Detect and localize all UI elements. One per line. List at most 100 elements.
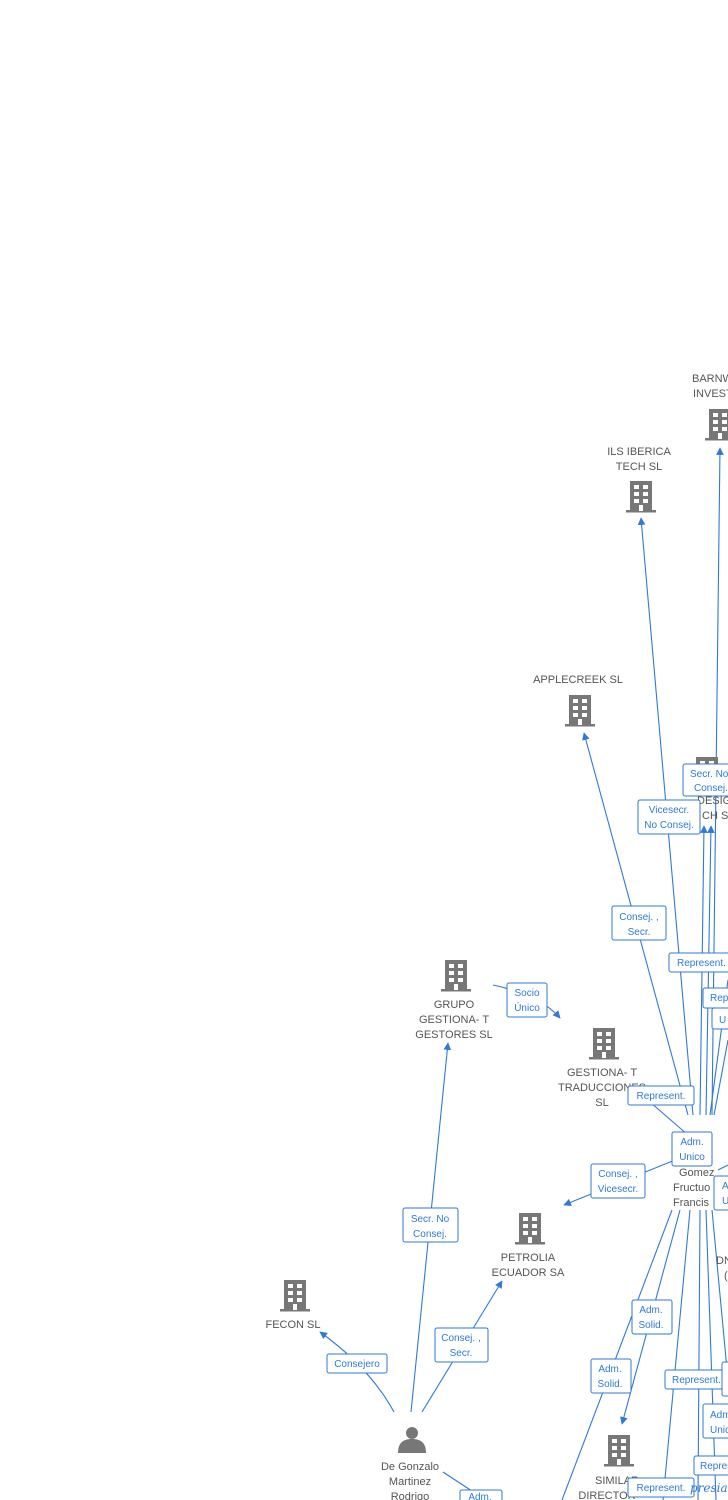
edge-gomez-right-3 <box>717 1164 728 1171</box>
node-label: DIRECTOR <box>578 1490 635 1500</box>
edge-label-a-u[interactable]: A U <box>713 1175 728 1211</box>
svg-text:Consej.: Consej. <box>694 783 728 794</box>
svg-text:Unico: Unico <box>679 1152 705 1163</box>
node-gestiona-traducciones[interactable]: GESTIONA- T TRADUCCIONES SL <box>558 1028 646 1109</box>
node-label: ECUADOR SA <box>492 1267 565 1279</box>
node-petrolia[interactable]: PETROLIA ECUADOR SA <box>492 1213 565 1279</box>
node-label: APPLECREEK SL <box>533 674 623 686</box>
svg-text:Represent.: Represent. <box>637 1091 686 1102</box>
svg-text:Represent.: Represent. <box>637 1483 686 1494</box>
person-icon <box>398 1427 426 1453</box>
node-label: Fructuo <box>673 1182 710 1194</box>
node-grupo-gestiona[interactable]: GRUPO GESTIONA- T GESTORES SL <box>415 960 493 1041</box>
svg-text:Adm.: Adm. <box>468 1492 491 1500</box>
node-label: GESTIONA- T <box>419 1014 489 1026</box>
svg-text:A: A <box>722 1181 728 1192</box>
node-gomez[interactable]: Gomez Fructuo Francis <box>673 1139 714 1209</box>
node-label: ( <box>724 1270 728 1282</box>
svg-text:Represent.: Represent. <box>672 1375 721 1386</box>
node-fecon[interactable]: FECON SL <box>265 1280 321 1331</box>
edge-label-secr-no-consej-grupo[interactable]: Secr. No Consej. <box>402 1207 459 1243</box>
building-icon <box>280 1280 310 1312</box>
edge-label-consej-secr-petrolia[interactable]: Consej. , Secr. <box>434 1327 489 1363</box>
edge-gomez-down-5 <box>711 1209 728 1381</box>
node-de-gonzalo[interactable]: De Gonzalo Martinez Rodrigo <box>381 1427 439 1500</box>
svg-text:Consej.: Consej. <box>413 1229 447 1240</box>
edge-label-adm-unico[interactable]: Adm. Unico <box>671 1131 713 1167</box>
node-label: CH SL <box>702 810 728 822</box>
node-label: FECON SL <box>265 1319 320 1331</box>
building-icon <box>441 960 471 992</box>
svg-text:Vicesecr.: Vicesecr. <box>598 1184 638 1195</box>
svg-text:Único: Único <box>514 1001 540 1014</box>
svg-text:Consej. ,: Consej. , <box>598 1169 637 1180</box>
edge-label-adm-solid-1[interactable]: Adm. Solid. <box>631 1299 673 1335</box>
node-label: DN <box>716 1255 728 1267</box>
edge-label-consejero[interactable]: Consejero <box>326 1353 388 1374</box>
edge-label-consej-vicesecr[interactable]: Consej. , Vicesecr. <box>590 1163 646 1199</box>
edge-label-represent-1[interactable]: Represent. <box>668 952 728 973</box>
edge-gomez-down-1 <box>561 1209 673 1500</box>
node-label: DESIGN <box>697 795 728 807</box>
edge-gomez-down-3 <box>697 1209 701 1500</box>
svg-text:Adm.: Adm. <box>680 1137 703 1148</box>
building-icon <box>705 409 728 441</box>
node-label: ILS IBERICA <box>607 446 671 458</box>
svg-text:Secr.: Secr. <box>628 927 651 938</box>
node-ils-iberica[interactable]: ILS IBERICA TECH SL <box>607 446 671 513</box>
node-label: INVEST <box>693 388 728 400</box>
svg-text:Adm.: Adm. <box>598 1364 621 1375</box>
svg-text:Represent.: Represent. <box>677 958 726 969</box>
nodes: BARNW INVEST ILS IBERICA TECH SL APPLECR… <box>265 373 728 1500</box>
svg-text:Consejero: Consejero <box>334 1359 380 1370</box>
node-label: BARNW <box>692 373 728 385</box>
edge-label-adm-solid-2[interactable]: Adm. Solid. <box>590 1358 632 1394</box>
edge-label-vicesecr-no-consej[interactable]: Vicesecr. No Consej. <box>637 799 701 835</box>
edge-label-repres[interactable]: Repres <box>693 1455 728 1476</box>
svg-text:Adm: Adm <box>710 1410 728 1421</box>
building-icon <box>565 695 595 727</box>
edge-label-represent-2[interactable]: Represent. <box>627 1085 695 1106</box>
node-label: SL <box>595 1097 608 1109</box>
edge-gomez-down-4 <box>705 1209 717 1500</box>
svg-text:Secr. No: Secr. No <box>690 769 728 780</box>
svg-text:U: U <box>719 1015 726 1026</box>
building-icon <box>626 481 656 513</box>
svg-text:Secr.: Secr. <box>450 1348 473 1359</box>
edge-labels: Secr. No Consej. Vicesecr. No Consej. Co… <box>326 763 728 1500</box>
building-icon <box>589 1028 619 1060</box>
node-label: GESTORES SL <box>415 1029 492 1041</box>
svg-text:Repres: Repres <box>700 1461 728 1472</box>
edge-gomez-right-2 <box>713 1039 728 1116</box>
node-label: GRUPO <box>434 999 475 1011</box>
svg-text:Secr. No: Secr. No <box>411 1214 450 1225</box>
node-label: GESTIONA- T <box>567 1067 637 1079</box>
edge-gomez-down-2 <box>662 1209 691 1500</box>
svg-text:Vicesecr.: Vicesecr. <box>649 805 689 816</box>
edge-label-represent-3[interactable]: Represent. <box>664 1361 728 1397</box>
edge-label-secr-no-consej-top[interactable]: Secr. No Consej. <box>682 763 728 797</box>
node-label: Martinez <box>389 1476 431 1488</box>
edge-label-repr-u[interactable]: Repr U <box>702 987 728 1030</box>
svg-text:Unic: Unic <box>710 1425 728 1436</box>
edge-label-consej-secr-applecreek[interactable]: Consej. , Secr. <box>611 905 667 941</box>
node-design[interactable]: DESIGN CH SL <box>692 757 728 822</box>
building-icon <box>604 1435 634 1467</box>
node-applecreek[interactable]: APPLECREEK SL <box>533 674 623 727</box>
edges <box>319 447 728 1500</box>
node-label: TRADUCCIONES <box>558 1082 646 1094</box>
svg-text:Consej. ,: Consej. , <box>619 912 658 923</box>
node-dn[interactable]: DN ( <box>716 1255 728 1282</box>
svg-text:Solid.: Solid. <box>597 1379 622 1390</box>
edge-label-socio-unico[interactable]: Socio Único <box>506 982 548 1018</box>
node-label: TECH SL <box>616 461 662 473</box>
node-barnw[interactable]: BARNW INVEST <box>692 373 728 441</box>
edge-label-represent-4[interactable]: Represent. <box>627 1477 695 1498</box>
node-label: Francis <box>673 1197 710 1209</box>
edge-label-adm-bottom[interactable]: Adm. <box>459 1489 503 1500</box>
svg-text:Solid.: Solid. <box>638 1320 663 1331</box>
svg-text:U: U <box>722 1196 728 1207</box>
edge-label-adm-unic[interactable]: Adm Unic <box>702 1403 728 1439</box>
node-label: Gomez <box>679 1167 714 1179</box>
